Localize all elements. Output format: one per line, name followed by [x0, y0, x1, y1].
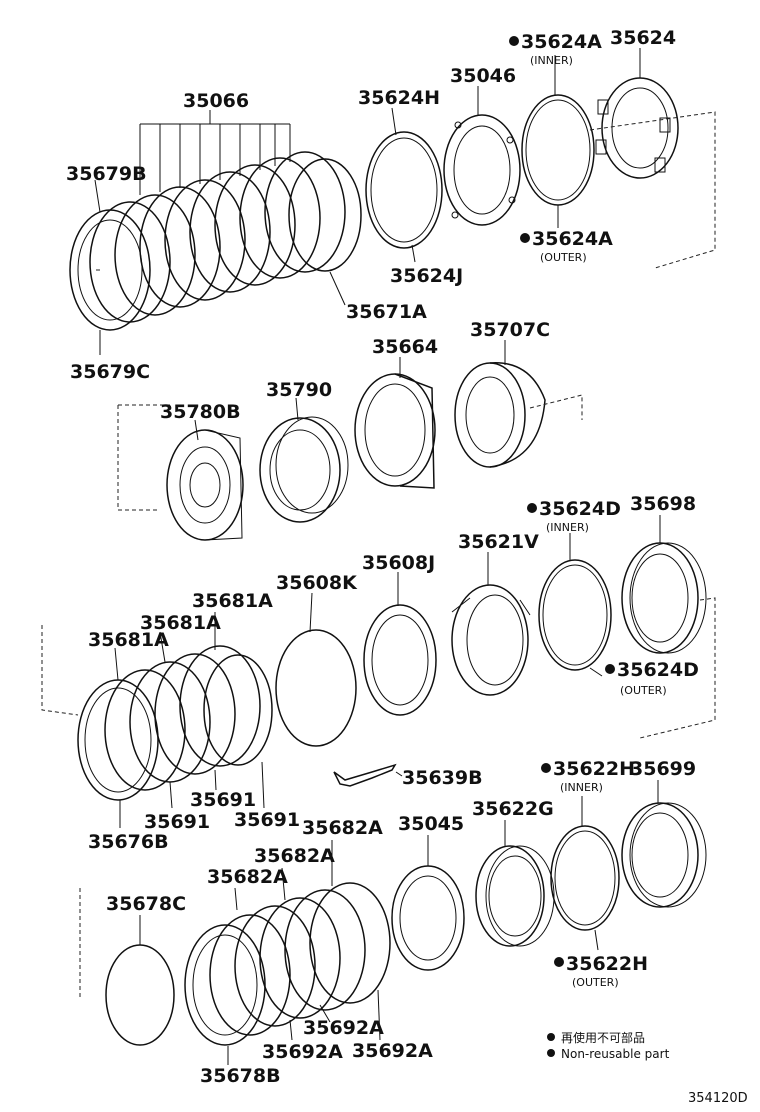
label-35624h: 35624H [358, 87, 440, 109]
label-35698: 35698 [630, 493, 696, 515]
label-35608k: 35608K [276, 572, 358, 594]
legend-dot-english [547, 1049, 555, 1057]
label-35608j: 35608J [362, 552, 435, 574]
label-35682a-top: 35682A [302, 817, 383, 839]
legend-dot-japanese [547, 1033, 555, 1041]
label-35682a-left: 35682A [207, 866, 288, 888]
o-ring-35624d [538, 559, 612, 671]
label-35622h-inner: 35622H [553, 758, 635, 780]
label-35681a-middle: 35681A [140, 612, 221, 634]
piston-35621v [451, 584, 531, 696]
snap-ring-35624h [365, 131, 443, 249]
retainer-35624 [595, 77, 679, 179]
label-35622h-outer: 35622H [566, 953, 648, 975]
seal-35699 [621, 802, 707, 908]
one-way-clutch-35664 [354, 373, 436, 489]
label-35664: 35664 [372, 336, 438, 358]
label-35679b: 35679B [66, 163, 147, 185]
part-labels: 35066 35679B 35679C 35671A 35624H 35624J… [66, 27, 699, 1087]
note-inner-35624d: (INNER) [546, 521, 589, 534]
clutch-plate-stack-35066 [69, 151, 362, 331]
label-35780b: 35780B [160, 401, 241, 423]
legend-english: Non-reusable part [561, 1047, 670, 1061]
label-35790: 35790 [266, 379, 332, 401]
nonreusable-dot-35624a-top [509, 36, 519, 46]
label-35692a-middle: 35692A [303, 1017, 384, 1039]
label-35692a-right: 35692A [352, 1040, 433, 1062]
o-ring-35622h [550, 825, 620, 931]
piston-35622g [475, 845, 555, 947]
label-35681a-left: 35681A [88, 629, 169, 651]
note-outer-35624a: (OUTER) [540, 251, 587, 264]
nonreusable-dot-35624a-bottom [520, 233, 530, 243]
diagram-code: 354120D [688, 1091, 748, 1106]
label-35678c: 35678C [106, 893, 186, 915]
spring-retainer-35608j [363, 604, 437, 716]
label-35699: 35699 [630, 758, 696, 780]
label-35624j: 35624J [390, 265, 463, 287]
nonreusable-dot-35624d-bottom [605, 664, 615, 674]
legend: 再使用不可部品 Non-reusable part [547, 1030, 670, 1061]
snap-ring-35608k [275, 629, 357, 747]
note-outer-35622h: (OUTER) [572, 976, 619, 989]
label-35624: 35624 [610, 27, 676, 49]
label-35045: 35045 [398, 813, 464, 835]
label-35707c: 35707C [470, 319, 550, 341]
note-inner-35622h: (INNER) [560, 781, 603, 794]
label-35691-left: 35691 [144, 811, 210, 833]
label-35046: 35046 [450, 65, 516, 87]
label-35691-upper: 35691 [190, 789, 256, 811]
clutch-plate-stack-35681a [77, 645, 273, 801]
label-35691-right: 35691 [234, 809, 300, 831]
carrier-35707c [454, 362, 546, 468]
retaining-clip-35639b [333, 763, 397, 787]
label-35624d-inner: 35624D [539, 498, 621, 520]
label-35622g: 35622G [472, 798, 554, 820]
seal-35698 [621, 542, 707, 654]
label-35624a-outer: 35624A [532, 228, 613, 250]
sun-gear-35780b [166, 429, 244, 541]
label-35682a-middle: 35682A [254, 845, 335, 867]
label-35692a-left: 35692A [262, 1041, 343, 1063]
note-inner-35624a: (INNER) [530, 54, 573, 67]
bracket-35066 [139, 110, 291, 195]
legend-japanese: 再使用不可部品 [561, 1030, 645, 1045]
label-35624a-inner: 35624A [521, 31, 602, 53]
label-35676b: 35676B [88, 831, 169, 853]
piston-plate-35046 [443, 114, 521, 226]
clutch-hub-35790 [259, 416, 349, 523]
label-35679c: 35679C [70, 361, 150, 383]
label-35639b: 35639B [402, 767, 483, 789]
piston-35045 [391, 865, 465, 971]
label-35681a-top: 35681A [192, 590, 273, 612]
label-35671a: 35671A [346, 301, 427, 323]
clutch-plate-stack-35682a [184, 882, 391, 1046]
o-ring-35624a [521, 94, 595, 206]
label-35678b: 35678B [200, 1065, 281, 1087]
snap-ring-35678c [105, 944, 175, 1046]
label-35066: 35066 [183, 90, 249, 112]
nonreusable-dot-35622h-top [541, 763, 551, 773]
note-outer-35624d: (OUTER) [620, 684, 667, 697]
label-35624d-outer: 35624D [617, 659, 699, 681]
label-35621v: 35621V [458, 531, 539, 553]
nonreusable-dot-35622h-bottom [554, 957, 564, 967]
nonreusable-dot-35624d-top [527, 503, 537, 513]
